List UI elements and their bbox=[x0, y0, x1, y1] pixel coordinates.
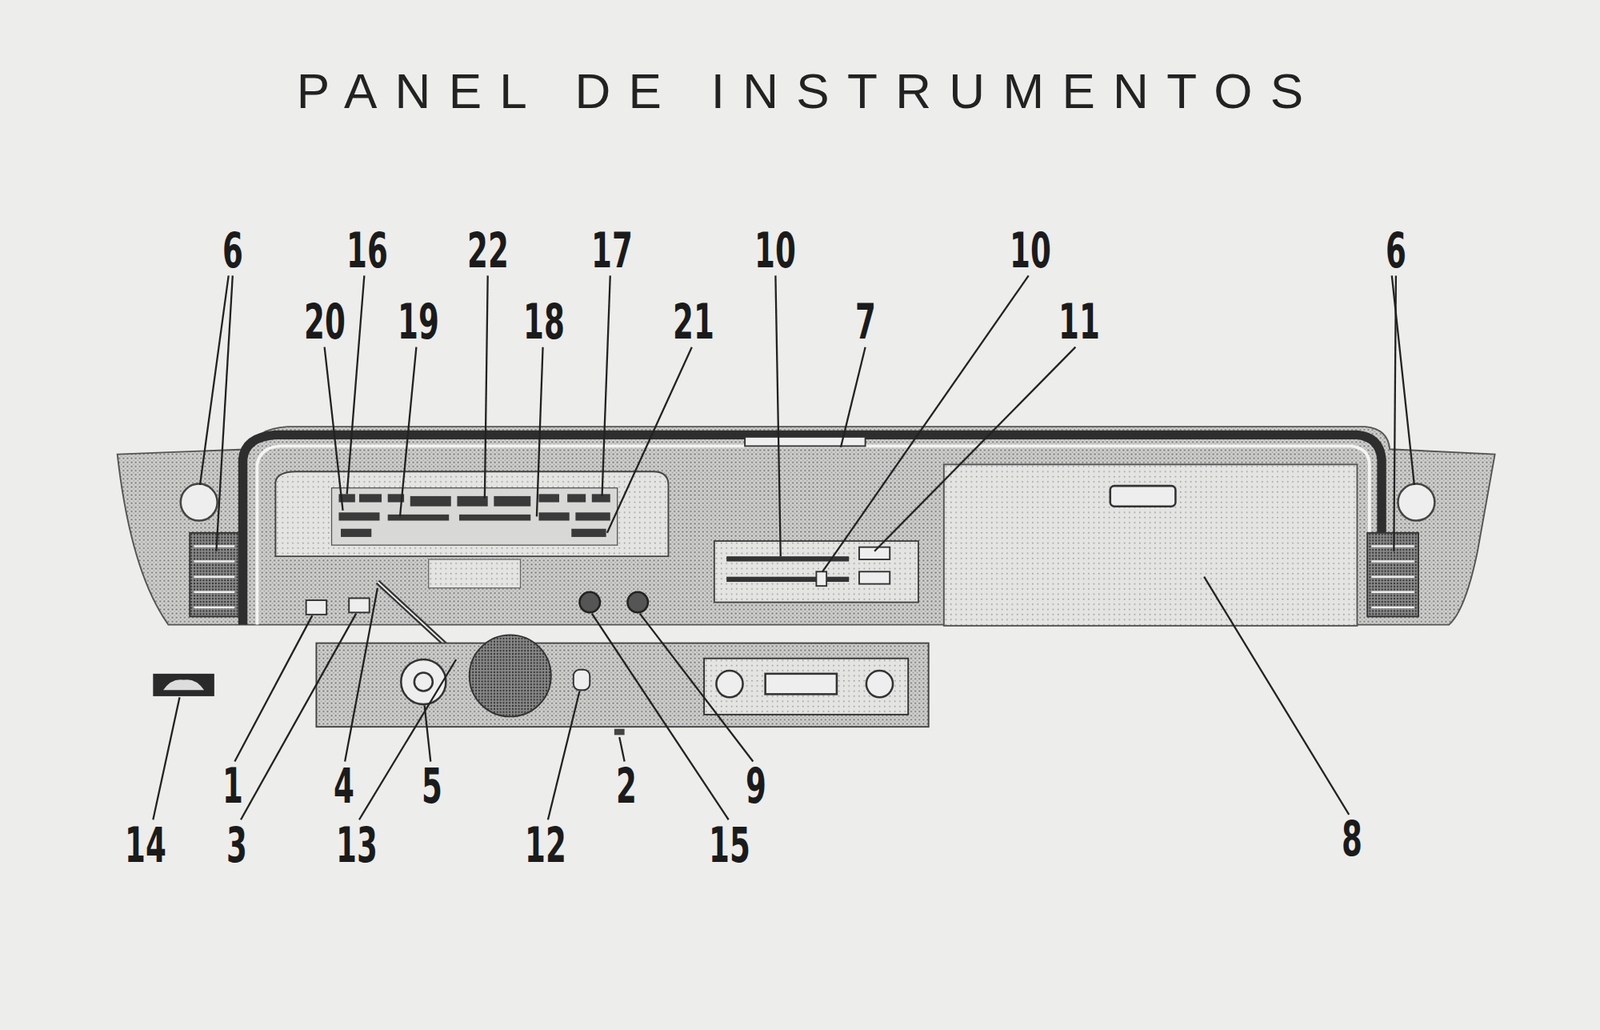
callout-number: 9 bbox=[745, 761, 767, 810]
callout-number: 21 bbox=[672, 297, 715, 346]
callout-number: 3 bbox=[226, 820, 248, 869]
callout-number: 16 bbox=[346, 226, 388, 275]
callout-number: 1 bbox=[222, 761, 244, 810]
callout-number: 22 bbox=[467, 226, 509, 275]
callout-number: 6 bbox=[222, 226, 244, 275]
callout-number: 19 bbox=[397, 297, 440, 346]
callout-number: 10 bbox=[754, 226, 796, 275]
callout-number: 14 bbox=[125, 820, 168, 869]
callout-number: 2 bbox=[616, 761, 637, 810]
callout-number: 5 bbox=[421, 761, 443, 810]
diagram-title: PANEL DE INSTRUMENTOS bbox=[0, 62, 1600, 120]
callout-number: 6 bbox=[1385, 226, 1407, 275]
callout-number: 11 bbox=[1059, 297, 1101, 346]
callout-number: 18 bbox=[523, 297, 565, 346]
callout-number: 12 bbox=[525, 820, 568, 869]
callout-number: 4 bbox=[333, 761, 355, 810]
callout-number: 17 bbox=[591, 226, 633, 275]
callout-number: 13 bbox=[336, 820, 379, 869]
callout-number: 10 bbox=[1009, 226, 1052, 275]
callout-number: 7 bbox=[855, 297, 876, 346]
callout-number: 20 bbox=[304, 297, 346, 346]
callout-number: 8 bbox=[1341, 814, 1363, 863]
callout-number: 15 bbox=[708, 820, 751, 869]
